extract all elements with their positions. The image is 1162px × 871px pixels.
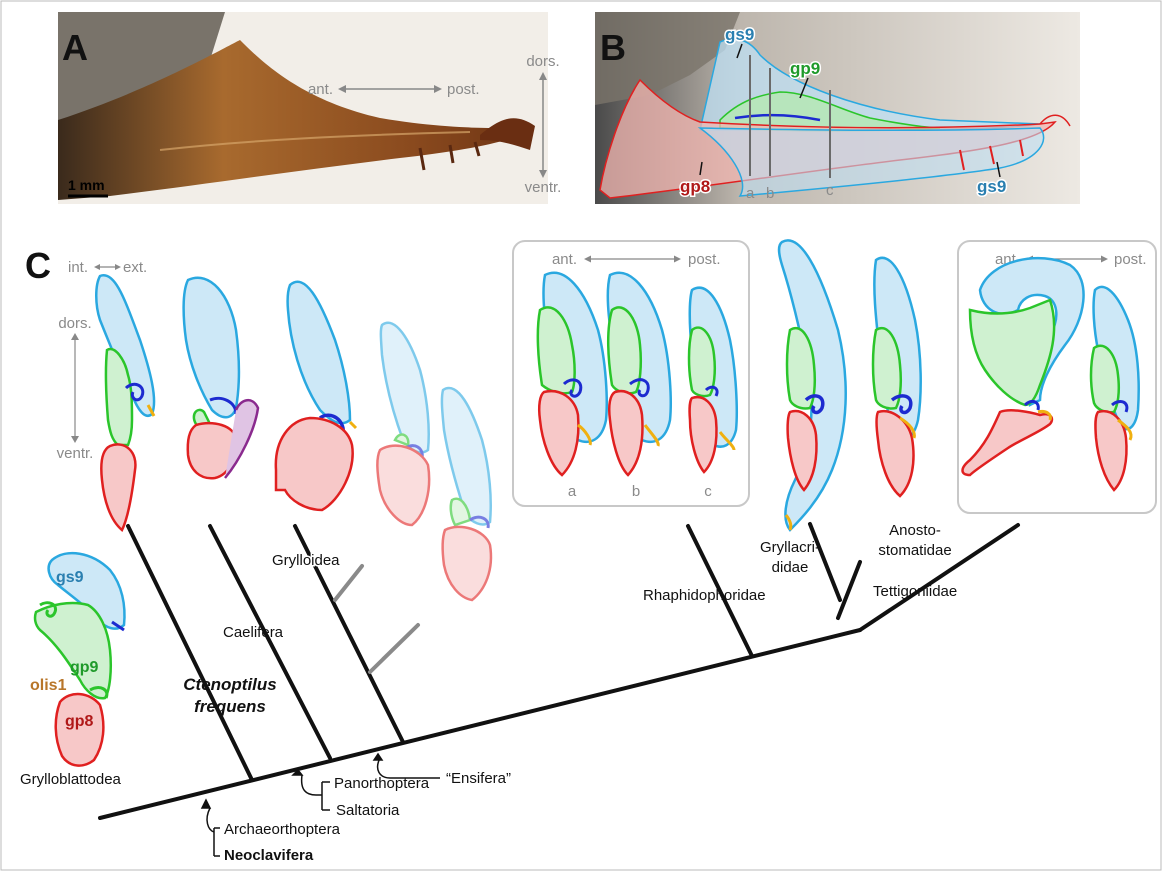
section-label-a: a	[746, 185, 755, 202]
grey-branches	[335, 566, 418, 672]
taxon-ctenoptilus-line1: Ctenoptilus	[183, 675, 277, 694]
panel-b: a b c B gs9 gp9 gp8 gs9	[595, 12, 1080, 204]
axis-int-label: int.	[68, 259, 88, 276]
legend-gp9-label: gp9	[70, 659, 99, 676]
clade-brackets	[202, 754, 440, 856]
taxon-rhaphidophoridae: Rhaphidophoridae	[643, 587, 766, 604]
cross-section-tettigoniidae-a	[963, 258, 1084, 475]
axis-ant-label: ant.	[308, 81, 333, 98]
cross-section-rhaphidophoridae-c	[689, 288, 737, 472]
taxon-grylloidea: Grylloidea	[272, 552, 340, 569]
cross-section-grylloidea-b	[377, 323, 429, 525]
taxon-anostostomatidae-line1: Anosto-	[889, 522, 941, 539]
box2-post-label: post.	[1114, 251, 1147, 268]
cross-section-gryllacrididae	[779, 240, 846, 530]
label-gp8: gp8	[680, 177, 710, 196]
panel-a-letter: A	[62, 27, 88, 68]
legend-gp8-label: gp8	[65, 713, 94, 730]
taxon-gryllacrididae-line1: Gryllacri-	[760, 539, 820, 556]
branch-tettigoniidae	[860, 525, 1018, 630]
clade-archaeorthoptera: Archaeorthoptera	[224, 821, 341, 838]
clade-neoclavifera: Neoclavifera	[224, 847, 314, 864]
axis-ventr-label: ventr.	[525, 179, 562, 196]
tree-backbone	[100, 630, 860, 818]
panel-a: A 1 mm ant. post. dors. ventr.	[58, 12, 561, 204]
taxon-tettigoniidae: Tettigoniidae	[873, 583, 957, 600]
scale-bar-label: 1 mm	[68, 177, 105, 193]
cross-section-ctenoptilus	[96, 275, 154, 530]
cross-section-caelifera	[184, 278, 258, 478]
cross-section-grylloblattodea: gs9 gp9 olis1 gp8	[30, 553, 124, 765]
axis-c-ventr-label: ventr.	[57, 445, 94, 462]
panel-c-letter: C	[25, 245, 51, 286]
cross-section-rhaphidophoridae-b	[608, 273, 671, 475]
axis-ext-label: ext.	[123, 259, 147, 276]
label-gs9-bottom: gs9	[977, 177, 1006, 196]
panel-c: C int. ext. dors. ventr. ant. post. a b …	[20, 240, 1156, 864]
branch-anostostomatidae	[838, 562, 860, 618]
box1-post-label: post.	[688, 251, 721, 268]
taxon-ctenoptilus-line2: frequens	[194, 697, 266, 716]
box1-section-c: c	[704, 483, 712, 500]
cross-section-grylloidea-a	[276, 282, 356, 510]
taxon-gryllacrididae-line2: didae	[772, 559, 809, 576]
taxon-grylloblattodea: Grylloblattodea	[20, 771, 122, 788]
section-label-b: b	[766, 185, 774, 202]
cross-section-tettigoniidae-b	[1091, 287, 1139, 490]
cross-section-grylloidea-c	[442, 388, 491, 600]
axis-post-label: post.	[447, 81, 480, 98]
label-gp9: gp9	[790, 59, 820, 78]
clade-panorthoptera: Panorthoptera	[334, 775, 430, 792]
panel-b-letter: B	[600, 27, 626, 68]
box1-section-a: a	[568, 483, 577, 500]
box1-section-b: b	[632, 483, 640, 500]
section-label-c: c	[826, 182, 834, 199]
legend-gs9-label: gs9	[56, 569, 84, 586]
cross-section-anostostomatidae	[873, 258, 921, 496]
taxon-caelifera: Caelifera	[223, 624, 284, 641]
clade-saltatoria: Saltatoria	[336, 802, 400, 819]
branch-gryllacrididae	[810, 524, 840, 600]
cross-section-rhaphidophoridae-a	[538, 273, 607, 475]
box1-ant-label: ant.	[552, 251, 577, 268]
axis-c-dors-label: dors.	[58, 315, 91, 332]
axis-dors-label: dors.	[526, 53, 559, 70]
taxon-anostostomatidae-line2: stomatidae	[878, 542, 951, 559]
phylogeny-tree	[100, 524, 1018, 818]
clade-ensifera: “Ensifera”	[446, 770, 511, 787]
legend-olis1-label: olis1	[30, 677, 67, 694]
branch-ctenoptilus	[128, 526, 252, 780]
label-gs9-top: gs9	[725, 25, 754, 44]
